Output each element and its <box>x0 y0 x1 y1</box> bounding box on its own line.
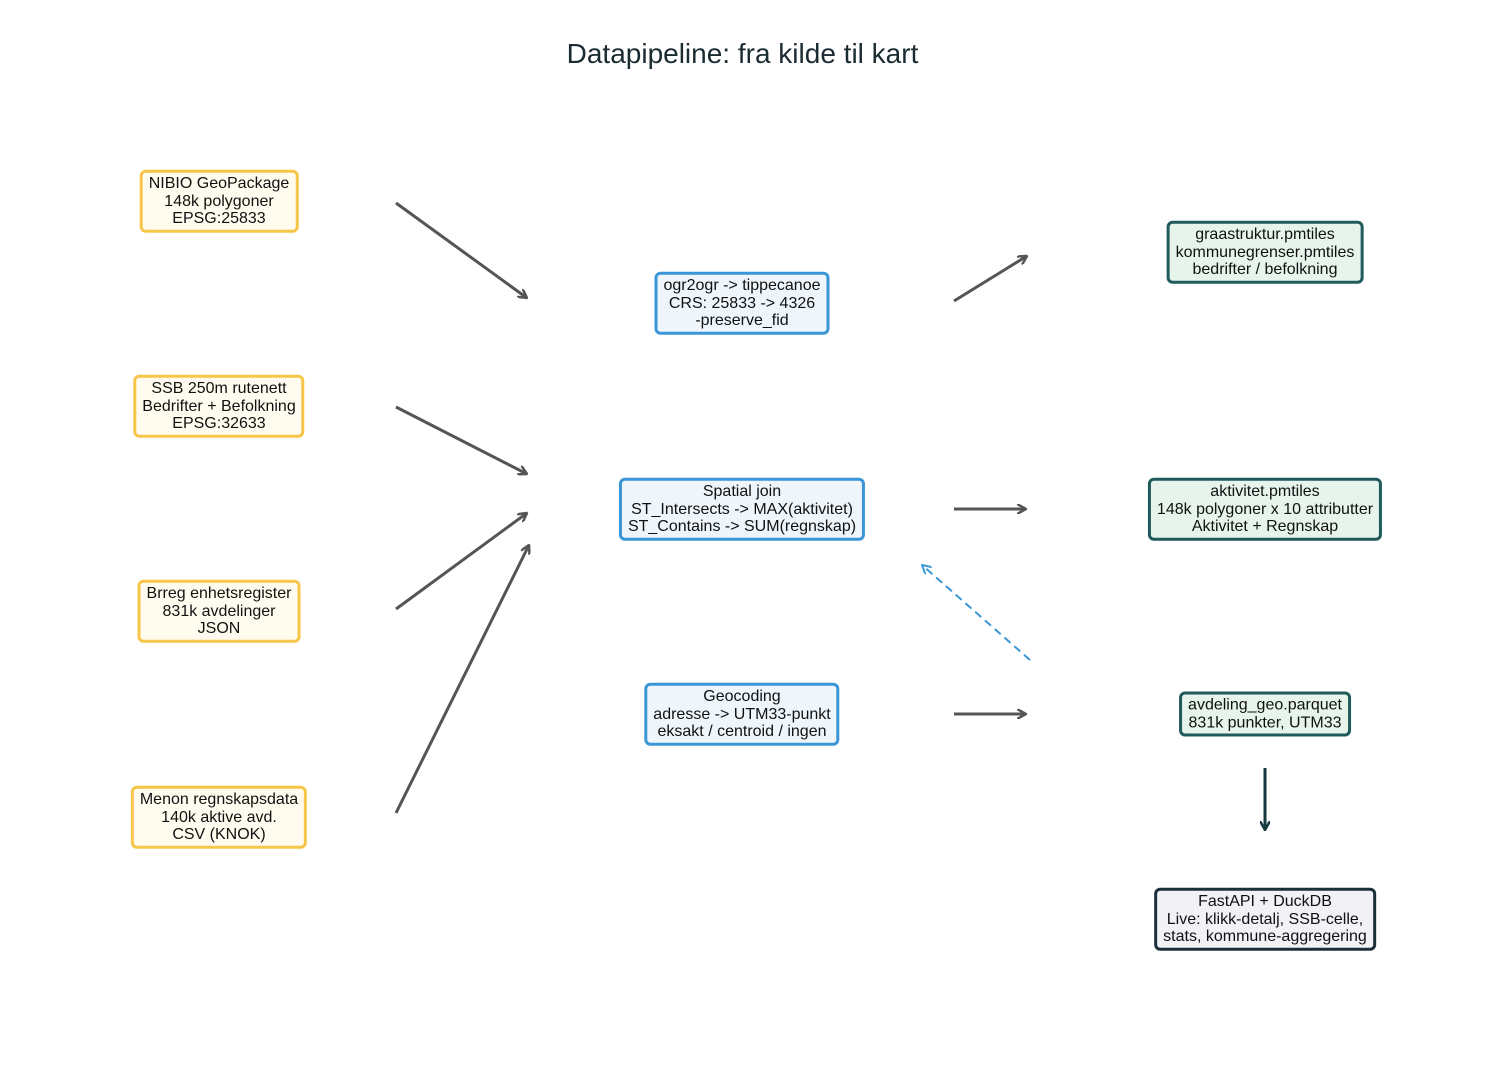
node-line: bedrifter / befolkning <box>1192 260 1338 278</box>
node-line: eksakt / centroid / ingen <box>657 722 827 740</box>
node-brreg-enhetsregister: Brreg enhetsregister 831k avdelinger JSO… <box>137 579 301 643</box>
node-line: 148k polygoner x 10 attributter <box>1156 500 1374 518</box>
node-line: EPSG:32633 <box>172 414 266 432</box>
node-line: CRS: 25833 -> 4326 <box>668 294 816 312</box>
node-line: FastAPI + DuckDB <box>1198 892 1332 910</box>
node-line: Geocoding <box>703 687 781 705</box>
node-line: 140k aktive avd. <box>161 808 277 826</box>
node-line: ST_Intersects -> MAX(aktivitet) <box>631 500 853 518</box>
node-line: 831k punkter, UTM33 <box>1188 714 1342 731</box>
arrow-menon-to-join <box>394 545 529 814</box>
arrow-ssb-to-join <box>395 405 527 474</box>
node-line: stats, kommune-aggregering <box>1163 927 1367 945</box>
node-graastruktur-pmtiles: graastruktur.pmtiles kommunegrenser.pmti… <box>1166 220 1364 284</box>
node-line: avdeling_geo.parquet <box>1188 696 1342 714</box>
node-ogr2ogr-tippecanoe: ogr2ogr -> tippecanoe CRS: 25833 -> 4326… <box>654 271 830 335</box>
node-line: CSV (KNOK) <box>172 825 266 843</box>
diagram-title: Datapipeline: fra kilde til kart <box>566 38 919 69</box>
node-line: Brreg enhetsregister <box>146 584 292 602</box>
node-line: graastruktur.pmtiles <box>1195 225 1335 243</box>
node-line: NIBIO GeoPackage <box>148 174 290 192</box>
arrow-brreg-to-join <box>395 513 527 611</box>
node-line: Bedrifter + Befolkning <box>142 397 296 415</box>
node-fastapi-duckdb: FastAPI + DuckDB Live: klikk-detalj, SSB… <box>1154 887 1376 951</box>
node-line: adresse -> UTM33-punkt <box>653 705 831 723</box>
node-line: 148k polygoner <box>164 192 274 210</box>
node-line: Live: klikk-detalj, SSB-celle, <box>1166 910 1364 928</box>
node-line: ogr2ogr -> tippecanoe <box>663 276 821 294</box>
arrow-nibio-to-ogr <box>395 201 527 298</box>
node-menon-regnskapsdata: Menon regnskapsdata 140k aktive avd. CSV… <box>130 785 308 849</box>
node-line: -preserve_fid <box>695 311 789 329</box>
node-geocoding: Geocoding adresse -> UTM33-punkt eksakt … <box>644 682 840 746</box>
node-spatial-join: Spatial join ST_Intersects -> MAX(aktivi… <box>618 477 866 541</box>
node-line: 831k avdelinger <box>162 602 276 620</box>
node-ssb-rutenett: SSB 250m rutenett Bedrifter + Befolkning… <box>133 374 305 438</box>
node-nibio-geopackage: NIBIO GeoPackage 148k polygoner EPSG:258… <box>139 169 299 233</box>
node-line: SSB 250m rutenett <box>151 379 287 397</box>
node-line: EPSG:25833 <box>172 209 266 227</box>
node-line: aktivitet.pmtiles <box>1210 482 1320 500</box>
node-aktivitet-pmtiles: aktivitet.pmtiles 148k polygoner x 10 at… <box>1147 477 1383 541</box>
node-line: ST_Contains -> SUM(regnskap) <box>627 517 857 535</box>
arrow-ogr-to-graa <box>953 256 1027 303</box>
node-line: Aktivitet + Regnskap <box>1191 517 1339 535</box>
node-line: JSON <box>197 619 241 637</box>
node-avdeling-geo-parquet: avdeling_geo.parquet 831k punkter, UTM33 <box>1179 691 1351 737</box>
arrow-avd-to-join-dashed <box>922 565 1031 661</box>
node-line: kommunegrenser.pmtiles <box>1175 243 1355 261</box>
node-line: Spatial join <box>702 482 782 500</box>
node-line: Menon regnskapsdata <box>139 790 299 808</box>
